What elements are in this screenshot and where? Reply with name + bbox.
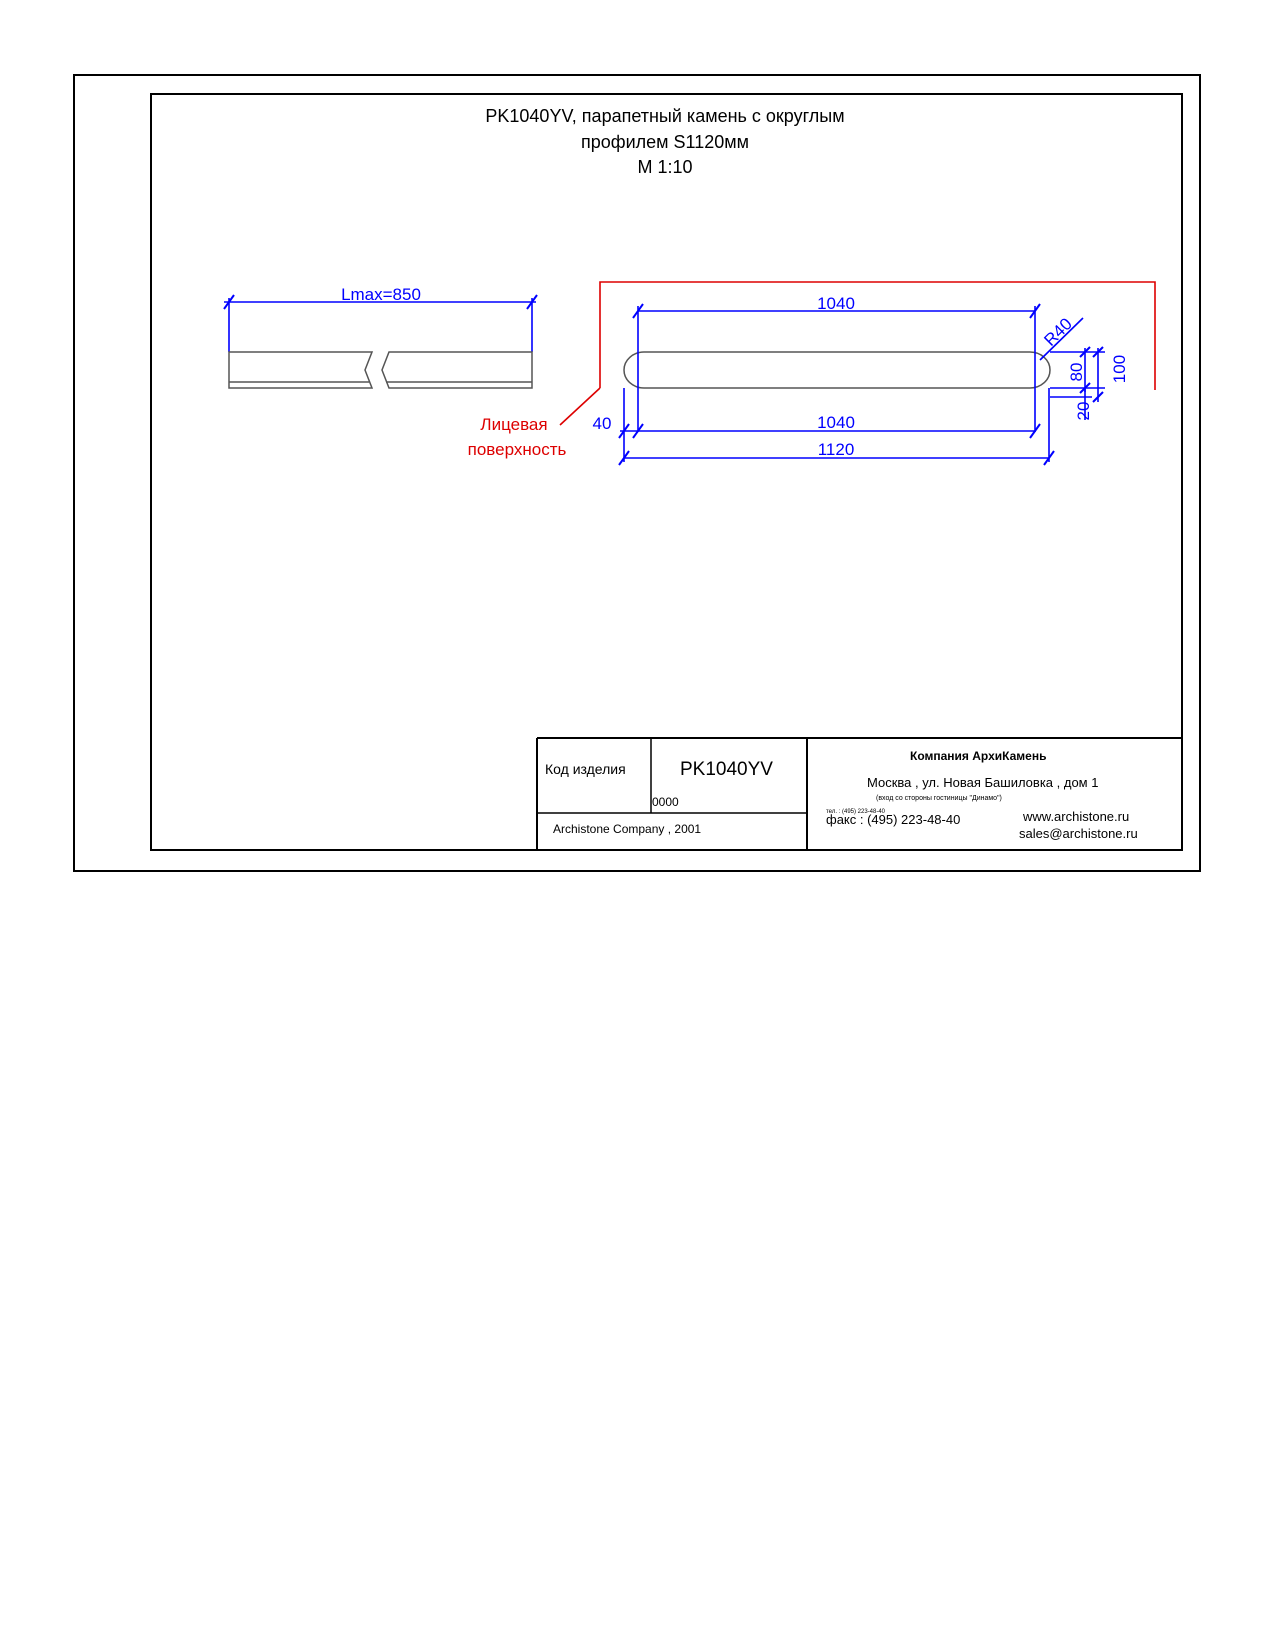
stone-profile — [623, 351, 1051, 389]
dim-radius-label: R40 — [1040, 314, 1075, 349]
code-label: Код изделия — [545, 761, 626, 777]
dim-total-label: 1120 — [818, 440, 855, 459]
dim-bottom-label: 1040 — [817, 413, 855, 432]
title-block-grid — [536, 737, 1182, 850]
side-view: Lmax=850 — [223, 285, 538, 389]
copyright: Archistone Company , 2001 — [553, 822, 702, 836]
address: Москва , ул. Новая Башиловка , дом 1 — [867, 775, 1099, 790]
code-number: 0000 — [652, 795, 679, 809]
face-leader-line — [559, 387, 601, 426]
code-value: PK1040YV — [680, 759, 773, 780]
title-line-1: PK1040YV, парапетный камень с округлым — [485, 106, 845, 126]
title-line-2: профилем S1120мм — [581, 132, 749, 152]
dim-20-label: 20 — [1074, 402, 1093, 421]
radius-leader — [1039, 317, 1084, 361]
title-line-3: М 1:10 — [637, 157, 693, 177]
company-name: Компания АрхиКамень — [910, 749, 1047, 763]
phone-small: тел. : (495) 223-48-40 — [826, 809, 886, 815]
face-surface-outline — [599, 281, 1156, 390]
dim-100-label: 100 — [1110, 355, 1129, 383]
dim-left-label: 40 — [593, 414, 612, 433]
profile-view: 1040 1040 40 1120 R40 80 100 20 Лицевая … — [468, 281, 1156, 466]
dim-top-label: 1040 — [817, 294, 855, 313]
website: www.archistone.ru — [1023, 809, 1130, 824]
face-label-line1: Лицевая — [480, 415, 547, 434]
inner-frame — [150, 93, 1183, 851]
address-note: (вход со стороны гостиницы "Динамо") — [876, 795, 1002, 802]
outer-frame — [73, 74, 1201, 872]
face-label-line2: поверхность — [468, 440, 567, 459]
fax: факс : (495) 223-48-40 — [826, 812, 961, 827]
email: sales@archistone.ru — [1019, 826, 1138, 841]
length-label: Lmax=850 — [341, 285, 421, 304]
dim-80-label: 80 — [1067, 363, 1086, 382]
